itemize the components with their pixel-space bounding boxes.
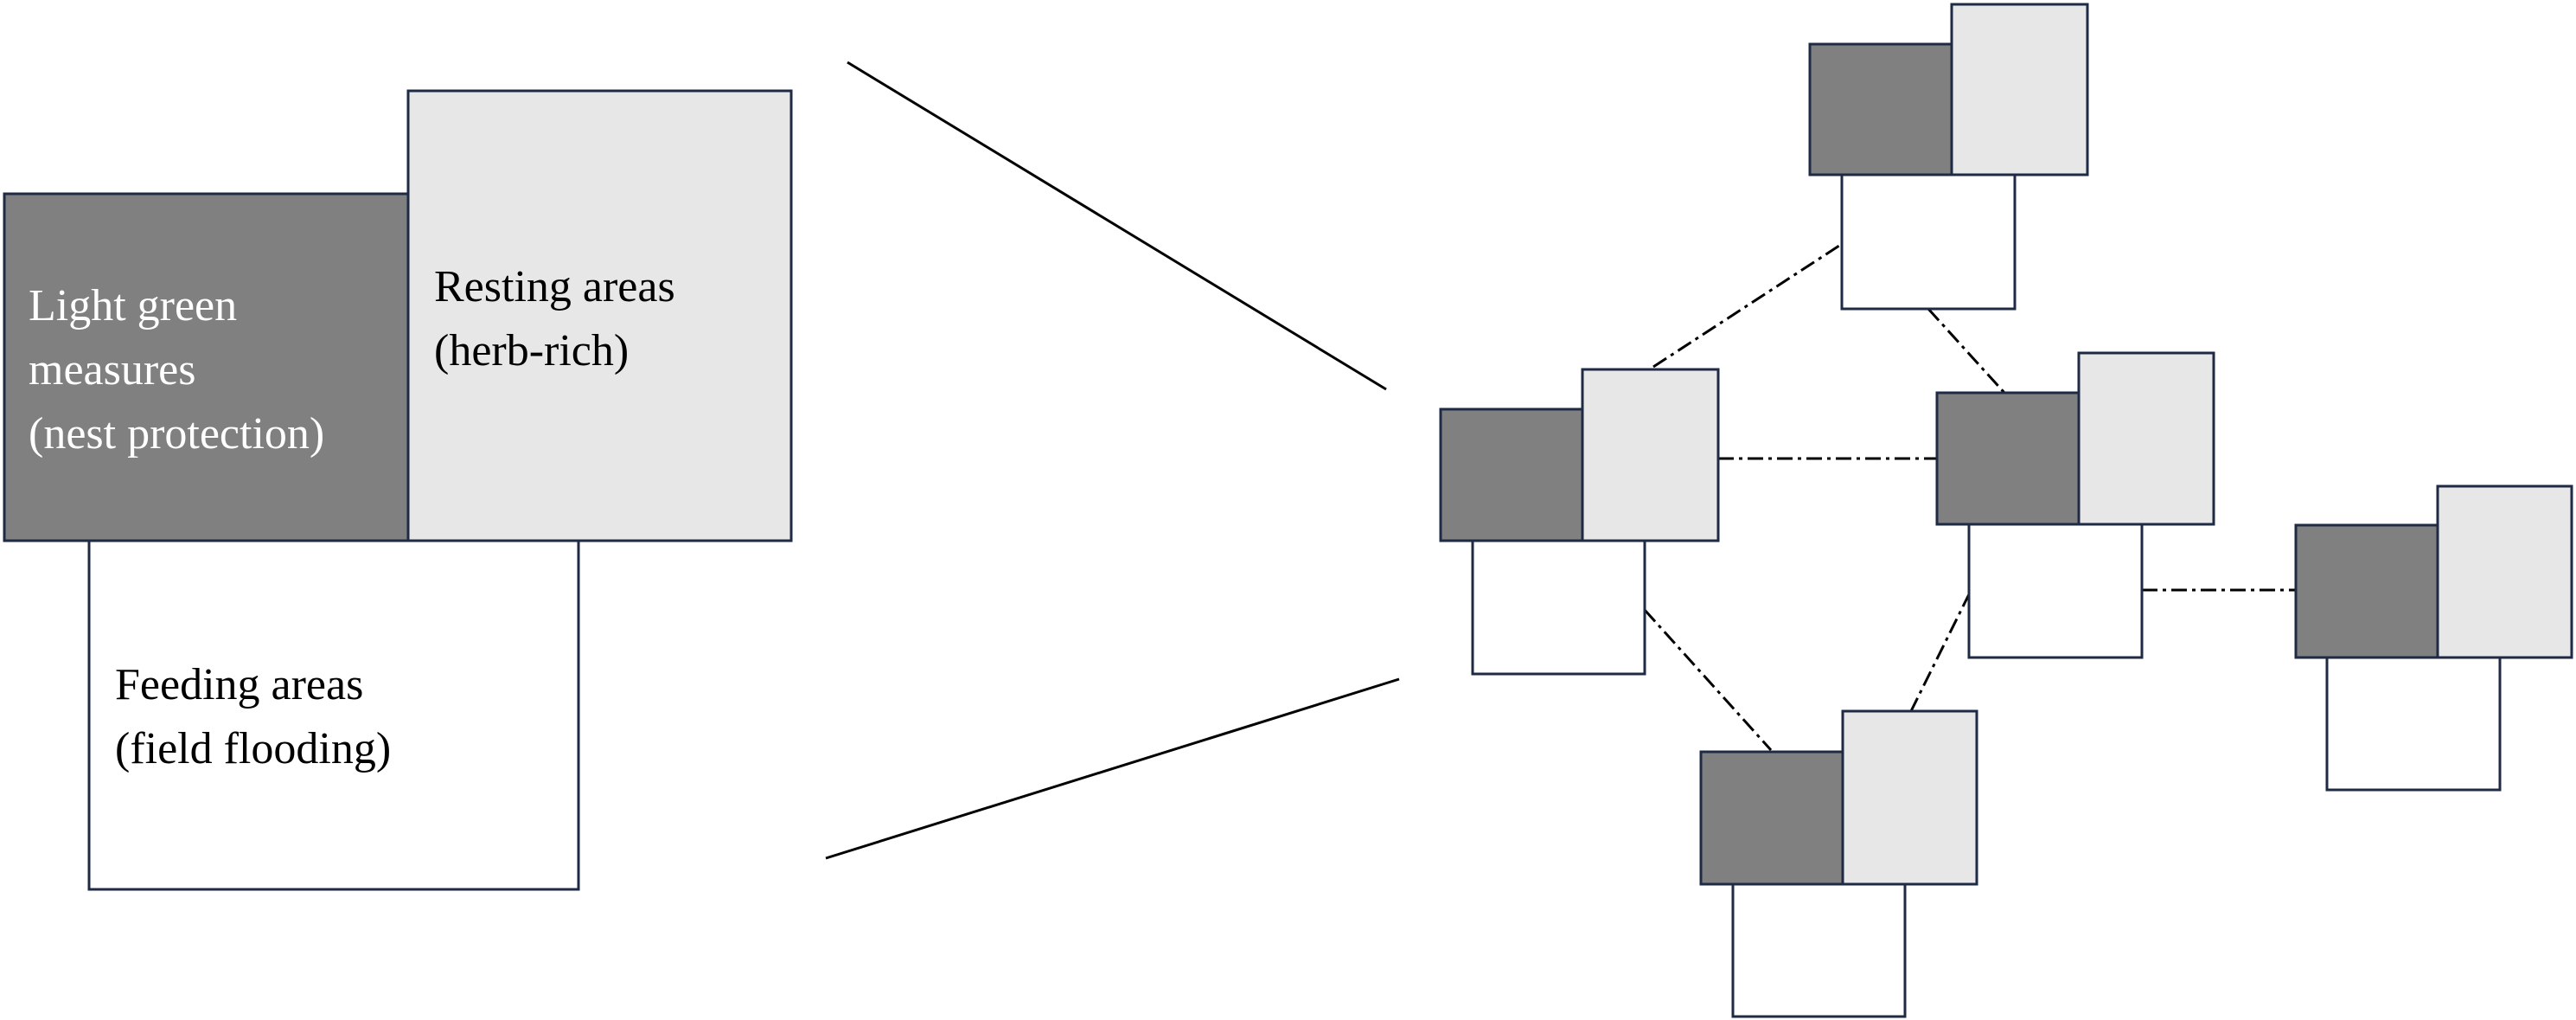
network-links [1643, 242, 2296, 752]
feeding-area-box [87, 539, 580, 891]
node-right-feeding [2325, 656, 2502, 792]
link-left-top [1652, 242, 1843, 369]
network-node-center [1935, 351, 2215, 659]
resting-label-line-2: (herb-rich) [434, 326, 629, 375]
feeding-label-line-1: Feeding areas [115, 660, 363, 709]
network-node-left [1439, 368, 1720, 676]
node-center-resting [2077, 351, 2215, 526]
light-green-label-line-3: (nest protection) [29, 409, 324, 459]
node-bottom-measures [1699, 750, 1844, 886]
node-top-measures [1808, 42, 1953, 176]
detail-habitat-block: Light green measures (nest protection) R… [3, 89, 793, 891]
feeding-label-line-2: (field flooding) [115, 724, 391, 773]
light-green-label-line-1: Light green [29, 281, 237, 330]
zoom-line-lower [825, 677, 1400, 860]
network-node-top [1808, 3, 2089, 311]
node-right-measures [2294, 523, 2439, 659]
node-left-measures [1439, 407, 1584, 542]
network-node-right [2294, 484, 2573, 792]
zoom-line-upper [847, 61, 1387, 391]
light-green-label-line-2: measures [29, 345, 195, 395]
node-left-resting [1581, 368, 1720, 542]
node-right-resting [2436, 484, 2573, 659]
node-left-feeding [1471, 539, 1646, 676]
link-left-bottom [1643, 608, 1773, 752]
resting-area-box [406, 89, 793, 542]
node-center-feeding [1967, 523, 2144, 659]
node-center-measures [1935, 391, 2081, 526]
link-center-bottom [1909, 592, 1972, 712]
node-bottom-feeding [1731, 882, 1907, 1018]
node-top-resting [1950, 3, 2089, 176]
node-top-feeding [1840, 173, 2017, 311]
light-green-measures-box [3, 192, 410, 542]
network-node-bottom [1699, 709, 1978, 1018]
node-bottom-resting [1841, 709, 1978, 886]
resting-label-line-1: Resting areas [434, 262, 675, 311]
link-top-center [1927, 307, 2006, 395]
